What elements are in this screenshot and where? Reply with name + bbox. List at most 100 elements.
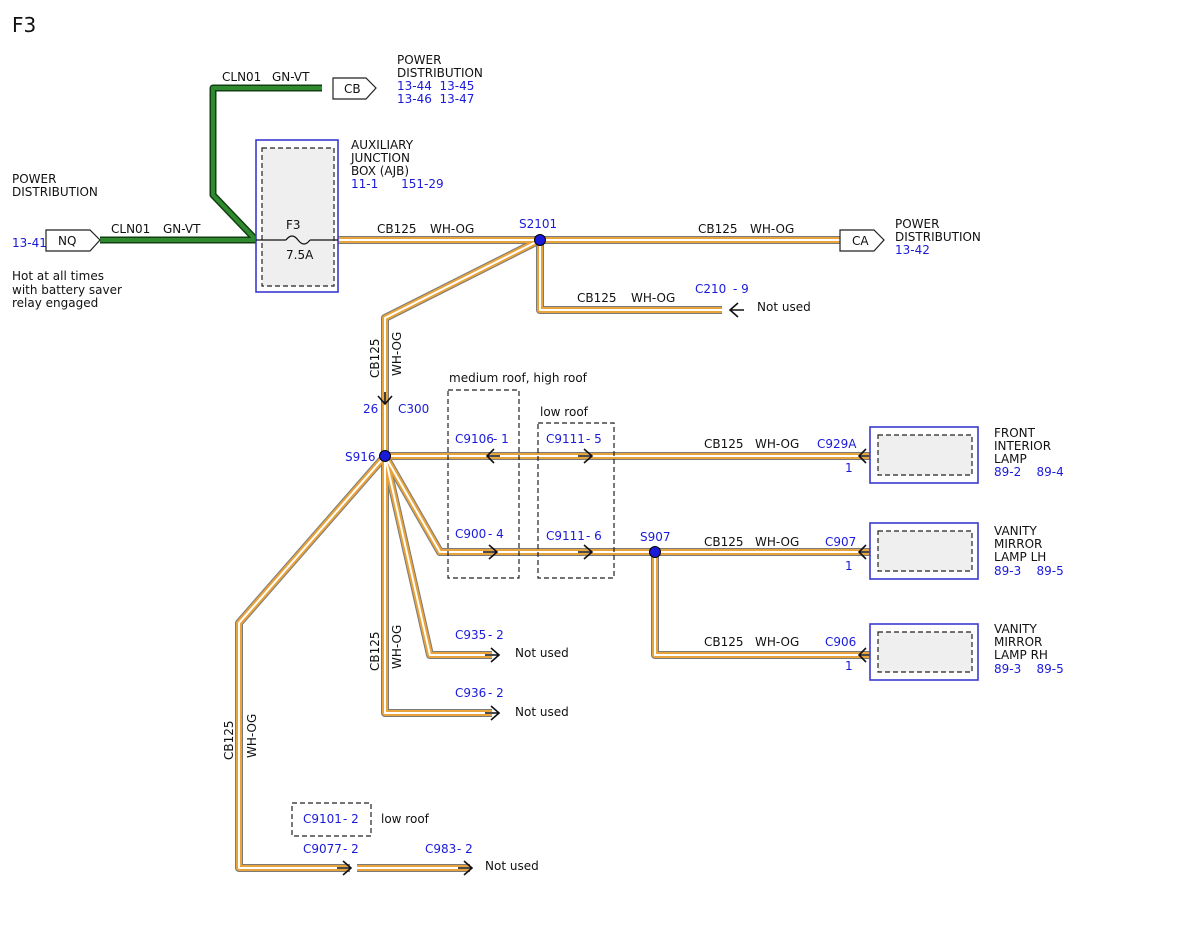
power-top-line1: POWER — [397, 53, 441, 67]
wire-circuit-label: CB125 — [577, 291, 617, 305]
connector-c906-pin: 1 — [845, 659, 853, 673]
connector-c936-symbol — [485, 705, 501, 721]
option-box-low-roof — [537, 422, 615, 579]
wire-color-label: WH-OG — [750, 222, 794, 236]
connector-ca — [839, 229, 885, 252]
power-right-ref: 13-42 — [895, 243, 930, 257]
hot-note-1: Hot at all times — [12, 269, 104, 283]
connector-c9111-pin: - 5 — [586, 432, 602, 446]
connector-c935-label: C935 — [455, 628, 486, 642]
fuse-id: F3 — [286, 218, 301, 232]
page-title: F3 — [12, 13, 36, 37]
connector-c929a-pin: 1 — [845, 461, 853, 475]
wire-circuit-label: CB125 — [704, 535, 744, 549]
wire-color-label: WH-OG — [390, 332, 404, 376]
connector-c9111-label: C9111 — [546, 529, 585, 543]
connector-c935-symbol — [485, 647, 501, 663]
ajb-refs: 11-1 151-29 — [351, 177, 444, 191]
option-box-medium-high-roof — [447, 389, 520, 579]
wire-circuit-label: CLN01 — [111, 222, 150, 236]
hot-note-3: relay engaged — [12, 296, 98, 310]
connector-c983-label: C983 — [425, 842, 456, 856]
front-lamp-inner — [877, 434, 973, 476]
not-used-label: Not used — [515, 705, 569, 719]
connector-cb — [332, 77, 377, 100]
connector-c929a-label: C929A — [817, 437, 857, 451]
fuse-icon — [285, 235, 311, 245]
connector-c9111-symbol — [578, 448, 594, 464]
option-low-roof-label: low roof — [381, 812, 430, 826]
power-right-line1: POWER — [895, 217, 939, 231]
connector-c300-symbol — [377, 392, 393, 406]
splice-s916-dot — [379, 450, 391, 462]
connector-c9077-symbol — [337, 860, 353, 876]
vanity-rh-line3: LAMP RH — [994, 648, 1048, 662]
ajb-line2: JUNCTION — [350, 151, 410, 165]
hot-note-2: with battery saver — [12, 283, 122, 297]
connector-c9101-pin: - 2 — [343, 812, 359, 826]
wire-circuit-label: CB125 — [698, 222, 738, 236]
wire-color-label: GN-VT — [272, 70, 310, 84]
connector-cb-label: CB — [344, 82, 361, 96]
ajb-line3: BOX (AJB) — [351, 164, 409, 178]
connector-c300-label: C300 — [398, 402, 429, 416]
connector-c9111-pin: - 6 — [586, 529, 602, 543]
connector-c9101-label: C9101 — [303, 812, 342, 826]
power-distribution-left: POWER DISTRIBUTION 13-41 NQ Hot at all t… — [12, 172, 122, 310]
vanity-lh-line3: LAMP LH — [994, 550, 1046, 564]
vanity-lh-inner — [877, 530, 973, 572]
connector-nq — [45, 229, 101, 252]
connector-c906-label: C906 — [825, 635, 856, 649]
vanity-rh-inner — [877, 631, 973, 673]
not-used-label: Not used — [515, 646, 569, 660]
power-distribution-top: CB POWER DISTRIBUTION 13-44 13-45 13-46 … — [332, 53, 483, 106]
connector-nq-label: NQ — [58, 234, 76, 248]
connector-c9077-label: C9077 — [303, 842, 342, 856]
ajb-line1: AUXILIARY — [351, 138, 414, 152]
wire-color-label: WH-OG — [755, 437, 799, 451]
wire-circuit-label: CB125 — [704, 437, 744, 451]
power-left-ref: 13-41 — [12, 236, 47, 250]
vanity-lh-refs: 89-3 89-5 — [994, 564, 1064, 578]
component-vanity-mirror-lamp-lh: VANITY MIRROR LAMP LH 89-3 89-5 — [869, 522, 1064, 580]
wire-color-label: WH-OG — [755, 535, 799, 549]
connector-c9106-symbol — [485, 448, 500, 464]
wire-color-label: WH-OG — [430, 222, 474, 236]
power-left-line2: DISTRIBUTION — [12, 185, 98, 199]
vanity-rh-refs: 89-3 89-5 — [994, 662, 1064, 676]
auxiliary-junction-box: F3 7.5A AUXILIARY JUNCTION BOX (AJB) 11-… — [255, 138, 444, 293]
vanity-lh-line2: MIRROR — [994, 537, 1042, 551]
component-front-interior-lamp: FRONT INTERIOR LAMP 89-2 89-4 — [869, 426, 1064, 484]
connector-c936-label: C936 — [455, 686, 486, 700]
power-distribution-right: CA POWER DISTRIBUTION 13-42 — [839, 217, 981, 257]
wire-cln01-green — [100, 84, 322, 244]
connector-c300-pin: 26 — [363, 402, 378, 416]
vanity-rh-line1: VANITY — [994, 622, 1037, 636]
connector-c983-pin: - 2 — [457, 842, 473, 856]
fuse-rating: 7.5A — [286, 248, 314, 262]
ajb-inner — [261, 147, 335, 287]
splice-s2101-label: S2101 — [519, 217, 557, 231]
front-lamp-line3: LAMP — [994, 452, 1027, 466]
connector-c9111-label: C9111 — [546, 432, 585, 446]
connector-c907-pin: 1 — [845, 559, 853, 573]
wire-circuit-label: CLN01 — [222, 70, 261, 84]
connector-c210-pin: - 9 — [733, 282, 749, 296]
wire-circuit-label: CB125 — [704, 635, 744, 649]
splice-s916-label: S916 — [345, 450, 376, 464]
wire-color-label: WH-OG — [390, 625, 404, 669]
wire-circuit-label: CB125 — [377, 222, 417, 236]
not-used-label: Not used — [485, 859, 539, 873]
front-lamp-refs: 89-2 89-4 — [994, 465, 1064, 479]
power-top-refs1: 13-44 13-45 — [397, 79, 474, 93]
connector-c210-label: C210 — [695, 282, 726, 296]
connector-c900-label: C900 — [455, 527, 486, 541]
connector-c9077-pin: - 2 — [343, 842, 359, 856]
wire-color-label: WH-OG — [245, 714, 259, 758]
connector-c936-pin: - 2 — [488, 686, 504, 700]
option-medium-high-roof-label: medium roof, high roof — [449, 371, 588, 385]
splice-s907-dot — [649, 546, 661, 558]
connector-c900-symbol — [483, 544, 499, 560]
option-low-roof-label: low roof — [540, 405, 589, 419]
wire-circuit-label: CB125 — [222, 720, 236, 760]
